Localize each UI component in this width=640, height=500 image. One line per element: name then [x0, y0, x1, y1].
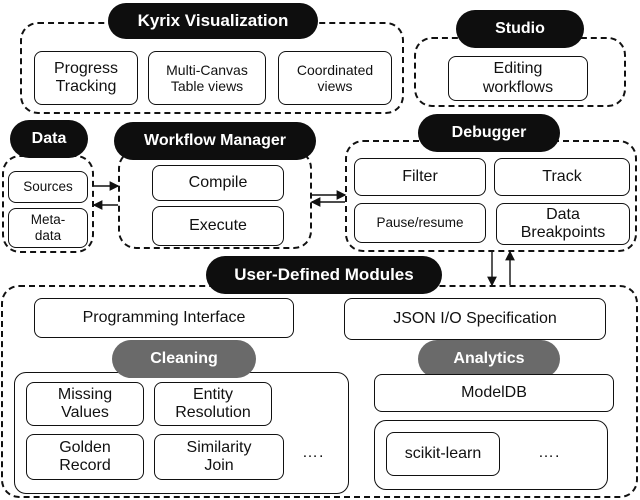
golden-record-box: Golden Record	[26, 434, 144, 480]
analytics-more-ellipsis: ….	[538, 444, 561, 461]
debugger-title: Debugger	[418, 114, 560, 152]
filter-box: Filter	[354, 158, 486, 196]
analytics-title: Analytics	[418, 340, 560, 378]
user-defined-modules-title: User-Defined Modules	[206, 256, 442, 294]
entity-resolution-box: Entity Resolution	[154, 382, 272, 426]
compile-box: Compile	[152, 165, 284, 201]
track-box: Track	[494, 158, 630, 196]
studio-title: Studio	[456, 10, 584, 48]
editing-workflows-box: Editing workflows	[448, 56, 588, 101]
programming-interface-box: Programming Interface	[34, 298, 294, 338]
multi-canvas-table-views-box: Multi-Canvas Table views	[148, 51, 266, 105]
data-title: Data	[10, 120, 88, 158]
modeldb-box: ModelDB	[374, 374, 614, 412]
json-io-specification-box: JSON I/O Specification	[344, 298, 606, 340]
cleaning-title: Cleaning	[112, 340, 256, 378]
workflow-manager-title: Workflow Manager	[114, 122, 316, 160]
data-breakpoints-box: Data Breakpoints	[496, 203, 630, 245]
cleaning-more-ellipsis: ….	[302, 444, 325, 461]
progress-tracking-box: Progress Tracking	[34, 51, 138, 105]
scikit-learn-box: scikit-learn	[386, 432, 500, 476]
sources-box: Sources	[8, 171, 88, 203]
meta-data-box: Meta-data	[8, 208, 88, 248]
execute-box: Execute	[152, 206, 284, 246]
coordinated-views-box: Coordinated views	[278, 51, 392, 105]
kyrix-visualization-title: Kyrix Visualization	[108, 3, 318, 39]
similarity-join-box: Similarity Join	[154, 434, 284, 480]
missing-values-box: Missing Values	[26, 382, 144, 426]
pause-resume-box: Pause/resume	[354, 203, 486, 243]
